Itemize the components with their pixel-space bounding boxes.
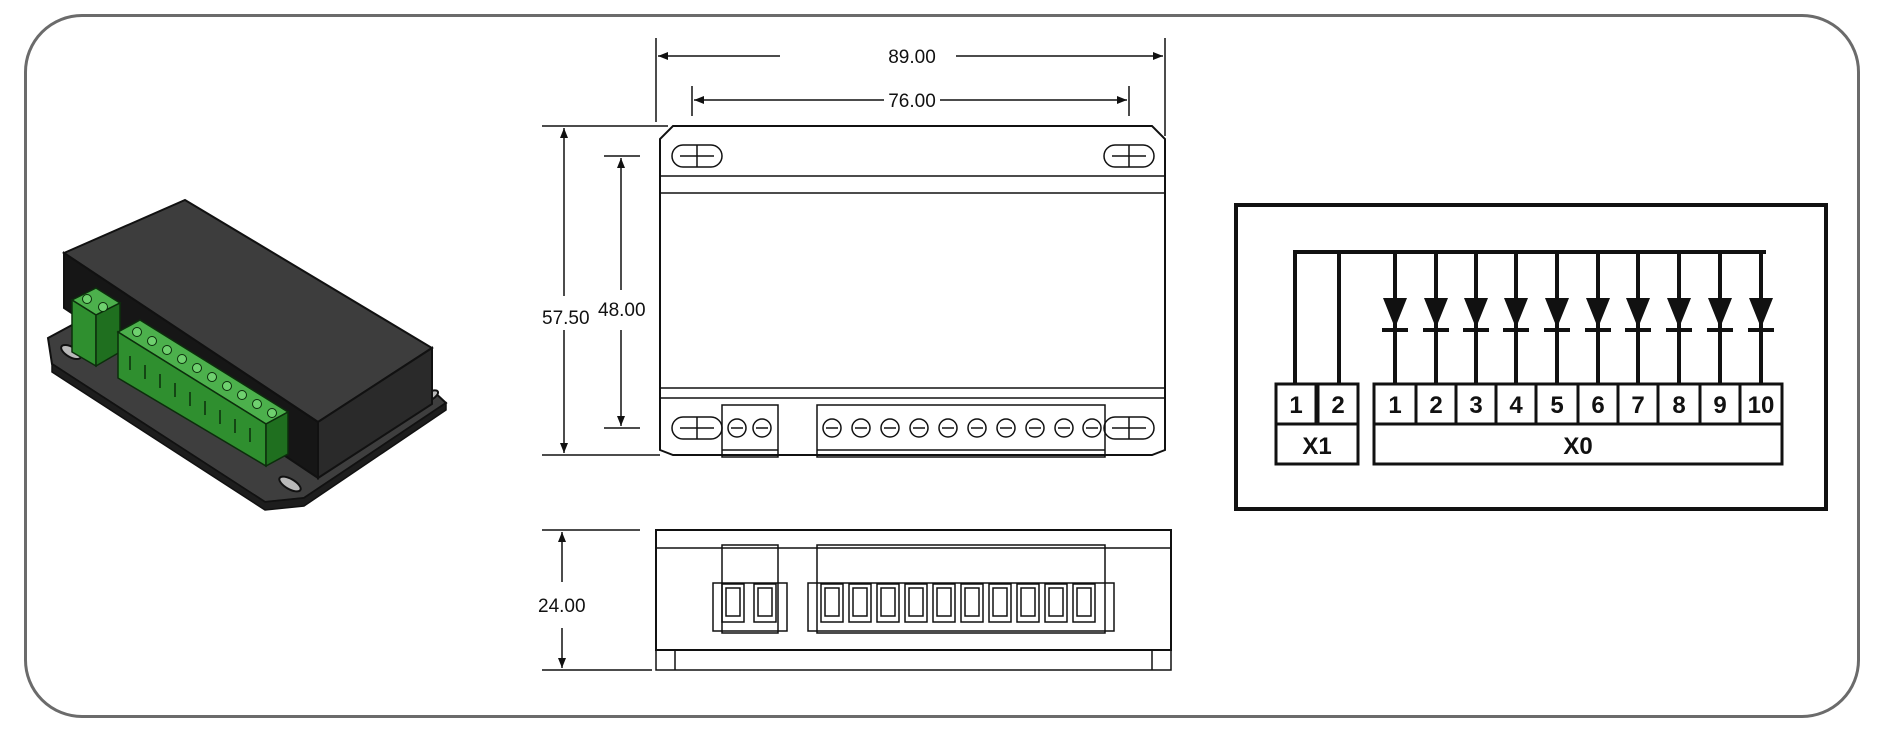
diode-symbol (1748, 252, 1774, 384)
x0-pin-3: 3 (1469, 392, 1482, 419)
dimension-lines (542, 38, 1166, 671)
wiring-schematic: 1 2 X1 1 2 3 4 5 6 7 8 9 10 X0 (1234, 203, 1828, 511)
x1-pin-1: 1 (1289, 392, 1302, 419)
diode-symbol (1625, 252, 1651, 384)
diode-symbol (1585, 252, 1611, 384)
dim-depth: 24.00 (538, 596, 586, 617)
diode-symbol (1382, 252, 1408, 384)
x0-pin-8: 8 (1672, 392, 1685, 419)
diode-symbol (1503, 252, 1529, 384)
diode-symbol (1463, 252, 1489, 384)
x1-pin-2: 2 (1331, 392, 1344, 419)
x0-pin-5: 5 (1550, 392, 1563, 419)
x0-pin-6: 6 (1591, 392, 1604, 419)
x1-label: X1 (1302, 433, 1331, 460)
dim-hole-spacing-height: 48.00 (598, 300, 646, 321)
diode-array (1382, 252, 1774, 384)
dim-hole-spacing-width: 76.00 (888, 91, 936, 112)
x0-pin-2: 2 (1429, 392, 1442, 419)
side-view (655, 529, 1172, 671)
diode-symbol (1666, 252, 1692, 384)
diode-symbol (1423, 252, 1449, 384)
x0-pin-7: 7 (1631, 392, 1644, 419)
diode-symbol (1707, 252, 1733, 384)
dim-overall-height: 57.50 (542, 308, 590, 329)
x0-pin-1: 1 (1388, 392, 1401, 419)
x0-pin-10: 10 (1748, 392, 1775, 419)
x0-label: X0 (1563, 433, 1592, 460)
diode-symbol (1544, 252, 1570, 384)
front-view (659, 125, 1166, 458)
dim-overall-width: 89.00 (888, 47, 936, 68)
x0-pin-4: 4 (1509, 392, 1523, 419)
product-3d-view (46, 198, 448, 511)
x0-pin-9: 9 (1713, 392, 1726, 419)
